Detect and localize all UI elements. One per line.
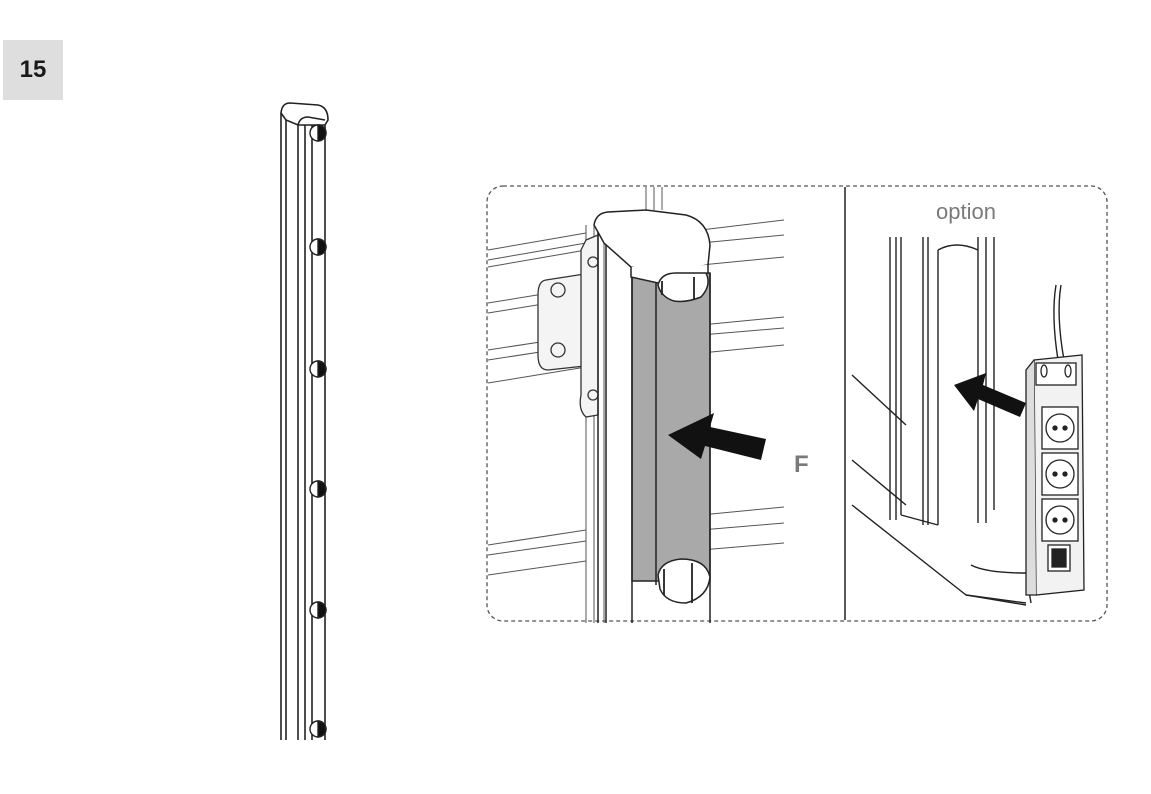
detail-drawing: [486, 185, 1108, 623]
option-label: option: [936, 199, 996, 224]
column-drawing: [280, 102, 329, 740]
step-number: 15: [19, 56, 47, 83]
dashed-frame: [486, 185, 1108, 622]
force-label: F: [794, 451, 809, 478]
detail-callout: option F: [486, 185, 1109, 623]
column-illustration: [270, 95, 340, 750]
push-arrow-icon: [668, 413, 766, 460]
power-strip-icon: [1025, 354, 1085, 596]
step-badge: 15: [3, 40, 63, 100]
